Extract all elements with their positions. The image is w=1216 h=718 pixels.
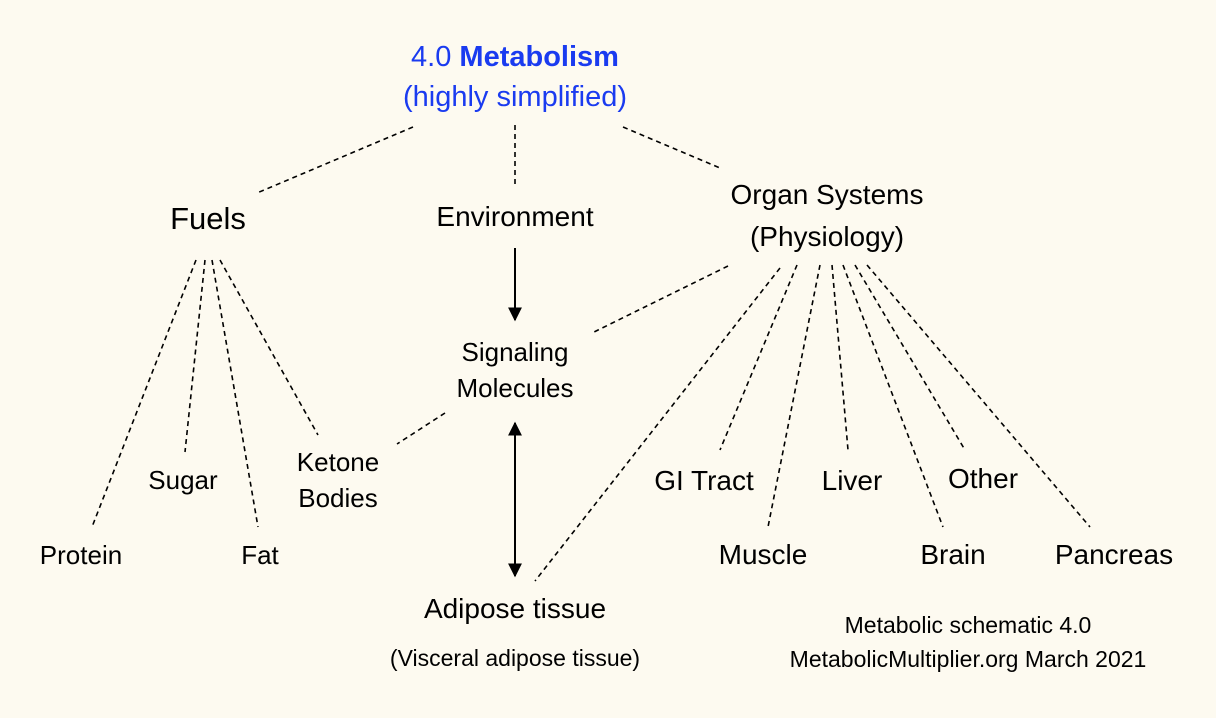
line-organs-other [854,264,966,451]
physiology-label: (Physiology) [749,221,905,252]
credit-line-2: MetabolicMultiplier.org March 2021 [789,646,1147,672]
sugar-label: Sugar [148,465,218,495]
credit-line-1: Metabolic schematic 4.0 [844,612,1092,638]
line-organs-adipose [534,267,781,582]
fuels-label: Fuels [170,201,246,236]
molecules-label: Molecules [456,373,574,403]
ketone-label: Ketone [296,447,380,477]
line-fuels-fat [211,259,259,528]
line-fuels-ketone [219,259,319,436]
diagram-title: 4.0 Metabolism [0,40,1030,75]
signaling-label: Signaling [461,337,569,367]
diagram-subtitle: (highly simplified) [402,81,627,113]
liver-label: Liver [821,465,883,496]
muscle-label: Muscle [718,539,808,570]
fat-label: Fat [241,540,279,570]
gi-tract-label: GI Tract [654,465,754,496]
other-label: Other [947,463,1019,494]
line-organs-brain [842,264,944,528]
pancreas-label: Pancreas [1054,539,1174,570]
protein-label: Protein [39,540,123,570]
line-organs-gi [719,264,798,451]
line-organs-pancreas [866,264,1091,528]
line-organs-signaling [591,265,729,334]
bodies-label: Bodies [298,483,378,513]
organ-systems-label: Organ Systems [730,179,924,210]
adipose-label: Adipose tissue [423,593,607,624]
title-bold: Metabolism [459,41,619,73]
line-signaling-ketone [396,412,446,445]
visceral-adipose-label: (Visceral adipose tissue) [389,645,641,671]
title-prefix: 4.0 [411,41,452,73]
line-title-organs [622,126,721,169]
line-organs-liver [831,264,849,451]
line-fuels-protein [91,259,197,528]
line-title-fuels [256,126,414,194]
line-fuels-sugar [184,259,206,453]
environment-label: Environment [436,201,594,232]
brain-label: Brain [920,539,986,570]
